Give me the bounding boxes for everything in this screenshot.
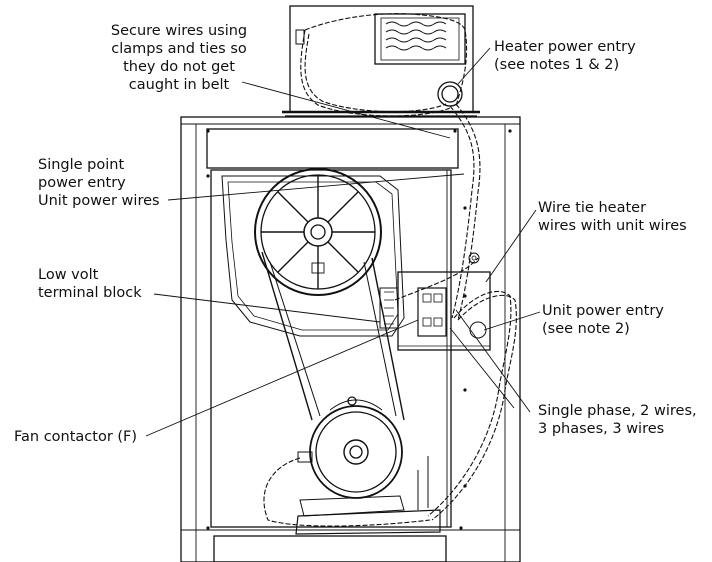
label-single-point-power-entry: Single point power entry Unit power wire… [38,157,160,209]
heater-box [282,5,480,117]
label-unit-power-entry: Unit power entry (see note 2) [542,303,664,337]
leader-lines [145,47,541,437]
fan-contactor [417,287,447,337]
motor [295,396,441,535]
blower-wheel [254,168,382,296]
control-box [379,252,491,351]
cabinet [180,116,521,562]
label-wire-tie-heater: Wire tie heater wires with unit wires [538,200,687,234]
label-secure-wires: Secure wires using clamps and ties so th… [110,23,248,93]
drive-belt [261,251,405,421]
screw-holes [206,129,512,530]
label-heater-power-entry: Heater power entry (see notes 1 & 2) [494,39,636,73]
label-phase-wires: Single phase, 2 wires, 3 phases, 3 wires [538,403,697,437]
label-fan-contactor: Fan contactor (F) [14,429,138,445]
blower-compartment [210,169,452,528]
heater-power-entry-knockout [437,81,463,107]
label-low-volt-terminal-block: Low volt terminal block [38,267,142,301]
wiring-harness [263,13,517,527]
